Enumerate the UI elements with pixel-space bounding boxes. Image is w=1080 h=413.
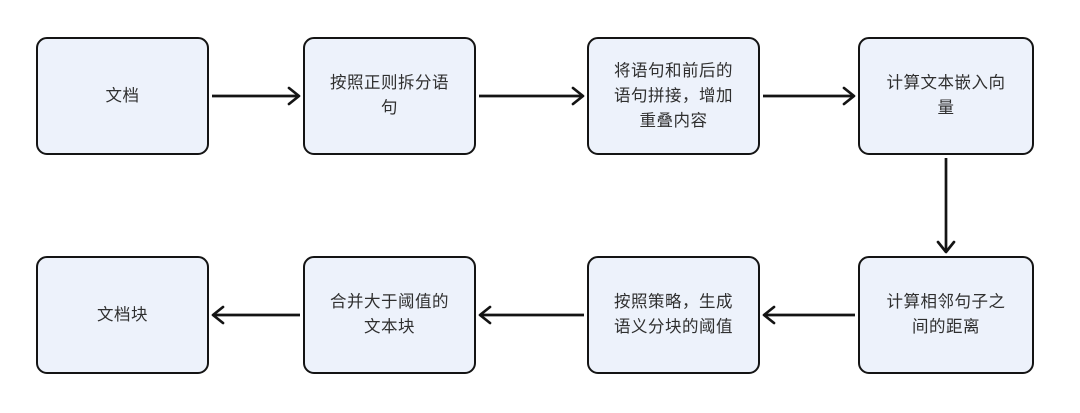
node-embed-vectors-label: 计算文本嵌入向 量 xyxy=(886,74,1006,117)
node-document-chunks: 文档块 xyxy=(36,256,209,374)
node-document-label: 文档 xyxy=(105,86,140,105)
node-adjacent-distance-label: 计算相邻句子之 间的距离 xyxy=(886,293,1006,336)
node-document-chunks-label: 文档块 xyxy=(97,305,148,324)
node-split-sentences-label: 按照正则拆分语 句 xyxy=(330,74,449,117)
node-document: 文档 xyxy=(36,37,209,155)
node-chunk-threshold-label: 按照策略，生成 语义分块的阈值 xyxy=(614,293,733,336)
node-merge-chunks: 合并大于阈值的 文本块 xyxy=(303,256,476,374)
node-concat-overlap: 将语句和前后的 语句拼接，增加 重叠内容 xyxy=(587,37,760,155)
node-concat-overlap-label: 将语句和前后的 语句拼接，增加 重叠内容 xyxy=(614,61,733,130)
node-split-sentences: 按照正则拆分语 句 xyxy=(303,37,476,155)
node-embed-vectors: 计算文本嵌入向 量 xyxy=(858,37,1034,155)
node-merge-chunks-label: 合并大于阈值的 文本块 xyxy=(330,293,449,336)
node-adjacent-distance: 计算相邻句子之 间的距离 xyxy=(858,256,1034,374)
node-chunk-threshold: 按照策略，生成 语义分块的阈值 xyxy=(587,256,760,374)
